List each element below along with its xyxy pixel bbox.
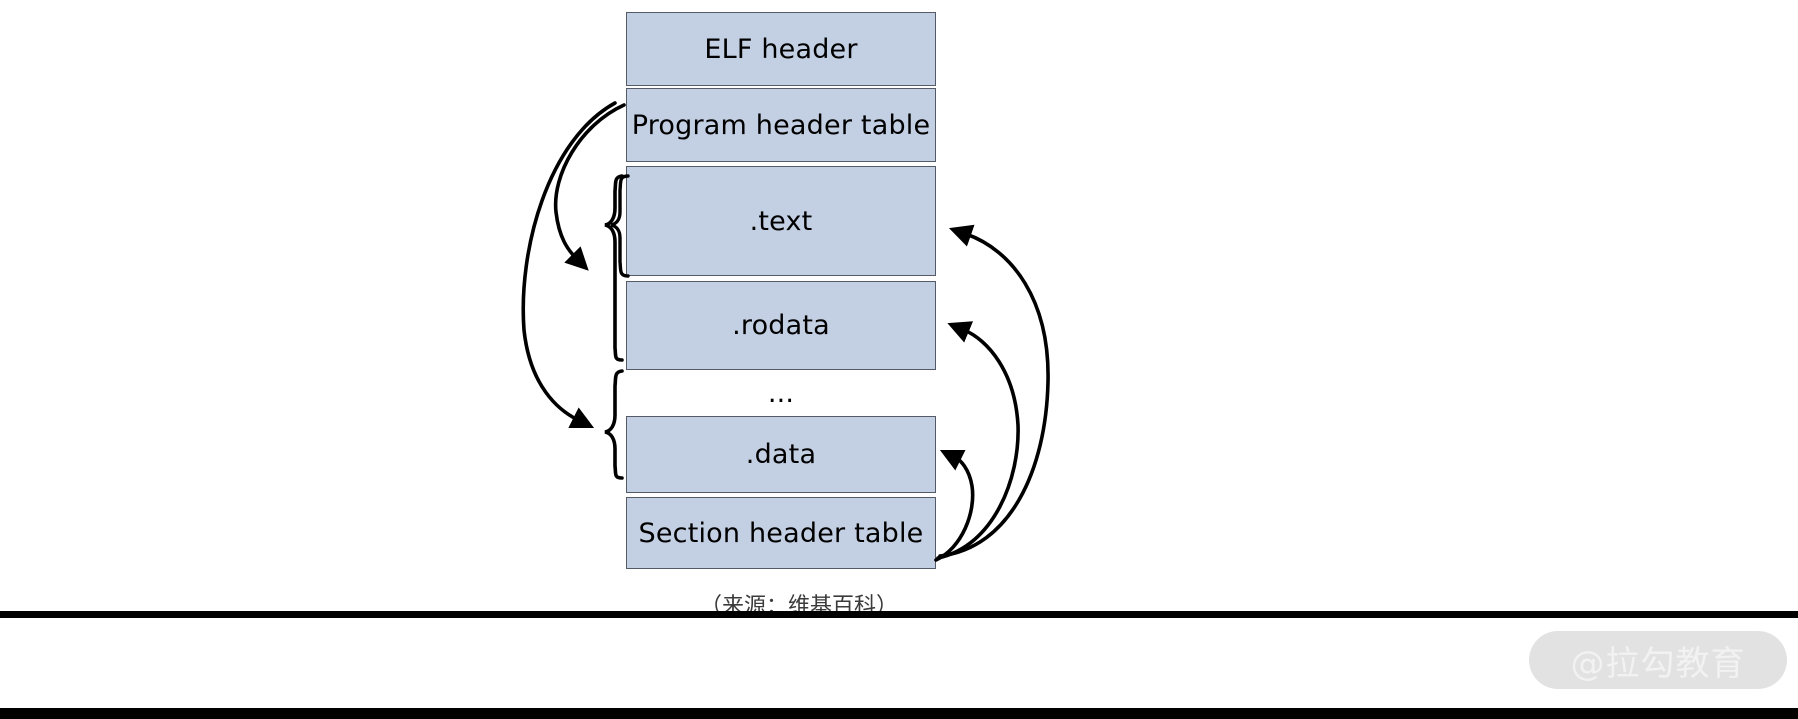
arrow-ph-to-segment-upper [553,103,626,271]
arrow-sh-to-rodata [936,321,1020,560]
block-rodata-section-label: .rodata [732,310,830,341]
block-ellipsis-section: ... [626,372,936,414]
block-data-section: .data [626,416,936,493]
block-elf-header: ELF header [626,12,936,86]
block-text-section-label: .text [749,205,813,237]
bottom-bar [0,708,1798,719]
block-program-header-table: Program header table [626,88,936,162]
arrow-sh-to-data [934,449,975,562]
arrow-ph-to-segment-lower [521,101,617,429]
brace-segment-upper-full [604,174,624,362]
block-program-header-table-label: Program header table [631,109,931,141]
watermark-text: @拉勾教育 [1570,643,1746,684]
block-text-section: .text [626,166,936,276]
block-elf-header-label: ELF header [704,33,858,65]
block-data-section-label: .data [745,439,817,470]
arrow-sh-to-text [938,224,1050,558]
brace-segment-lower [604,369,624,480]
watermark-badge: @拉勾教育 [1529,631,1787,689]
block-section-header-table: Section header table [626,497,936,569]
block-rodata-section: .rodata [626,281,936,370]
block-section-header-table-label: Section header table [638,517,924,549]
block-ellipsis-section-label: ... [767,377,795,409]
bottom-divider [0,611,1798,618]
